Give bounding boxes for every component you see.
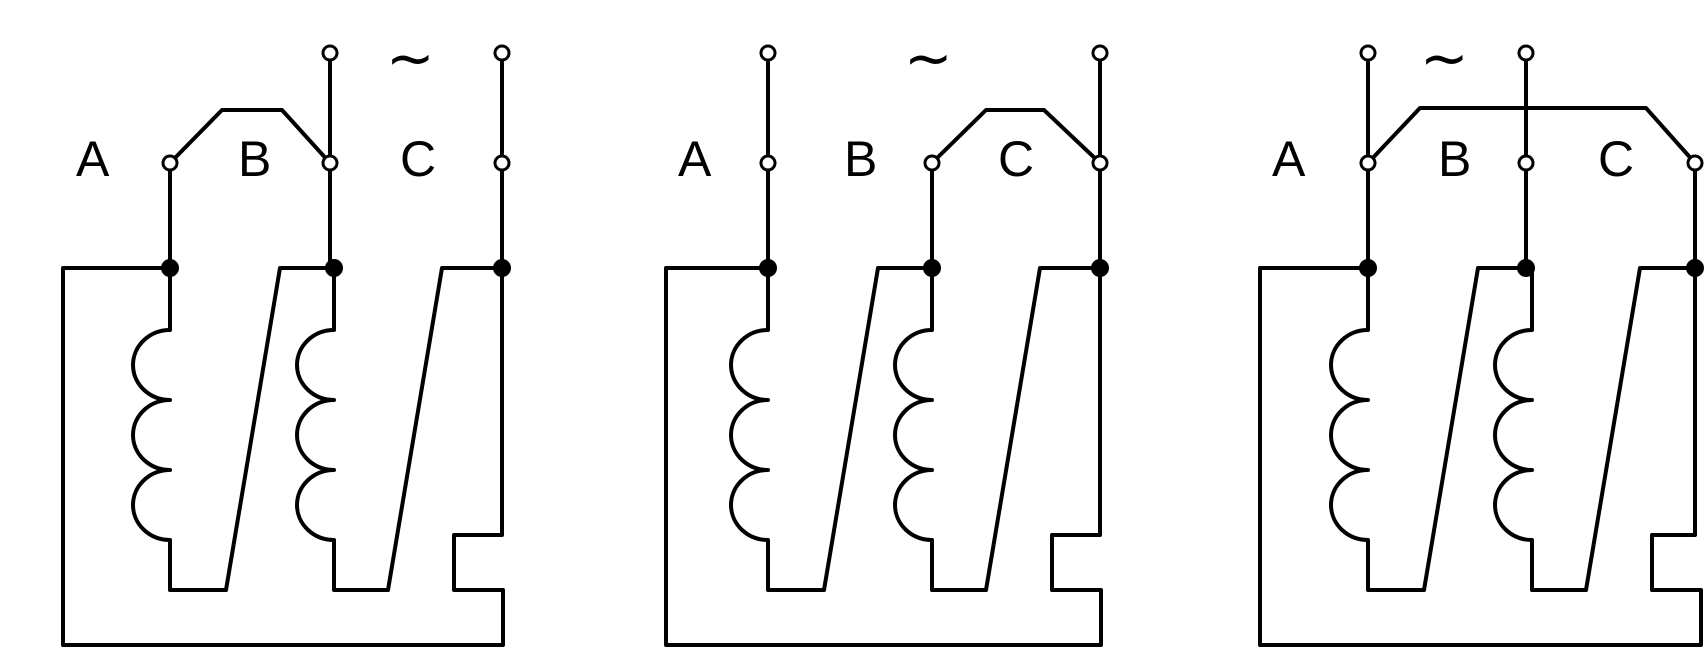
supply-terminal-2 — [1091, 44, 1109, 62]
frame-wire — [664, 266, 1103, 647]
junction-node — [1359, 259, 1377, 277]
terminal-a — [1359, 154, 1377, 172]
ac-supply-symbol: ~ — [904, 24, 953, 92]
supply-terminal-1 — [1359, 44, 1377, 62]
terminal-c — [1091, 154, 1109, 172]
supply-terminal-1 — [321, 44, 339, 62]
coil-b — [1493, 266, 1697, 592]
winding-label-c: C — [998, 131, 1034, 187]
winding-label-a: A — [1272, 131, 1306, 187]
terminal-c — [1686, 154, 1704, 172]
frame-wire — [1258, 266, 1703, 647]
panel-1: A B C ~ — [61, 24, 511, 647]
terminal-a — [161, 154, 179, 172]
terminal-c — [493, 154, 511, 172]
coil-a — [131, 266, 336, 592]
ac-supply-symbol: ~ — [386, 24, 435, 92]
terminal-b — [923, 154, 941, 172]
coil-b — [893, 266, 1102, 592]
junction-node — [493, 259, 511, 277]
terminal-a — [759, 154, 777, 172]
bridge-link — [168, 108, 332, 165]
winding-label-a: A — [76, 131, 110, 187]
terminal-b — [1517, 154, 1535, 172]
junction-node — [1517, 259, 1535, 277]
coil-a — [1329, 266, 1534, 592]
junction-node — [1091, 259, 1109, 277]
winding-label-b: B — [844, 131, 877, 187]
supply-terminal-2 — [493, 44, 511, 62]
supply-terminal-1 — [759, 44, 777, 62]
bridge-link — [1366, 106, 1697, 165]
bridge-link — [930, 108, 1102, 165]
winding-label-b: B — [238, 131, 271, 187]
winding-label-c: C — [1598, 131, 1634, 187]
junction-node — [923, 259, 941, 277]
winding-label-a: A — [678, 131, 712, 187]
junction-node — [759, 259, 777, 277]
panel-2: A B C ~ — [664, 24, 1109, 647]
supply-terminal-2 — [1517, 44, 1535, 62]
junction-node — [1686, 259, 1704, 277]
winding-label-c: C — [400, 131, 436, 187]
winding-label-b: B — [1438, 131, 1471, 187]
ac-supply-symbol: ~ — [1420, 24, 1469, 92]
junction-node — [161, 259, 179, 277]
junction-node — [325, 259, 343, 277]
coil-b — [295, 266, 504, 592]
panel-3: A B C ~ — [1258, 24, 1704, 647]
terminal-b — [321, 154, 339, 172]
frame-wire — [61, 266, 505, 647]
coil-a — [729, 266, 934, 592]
